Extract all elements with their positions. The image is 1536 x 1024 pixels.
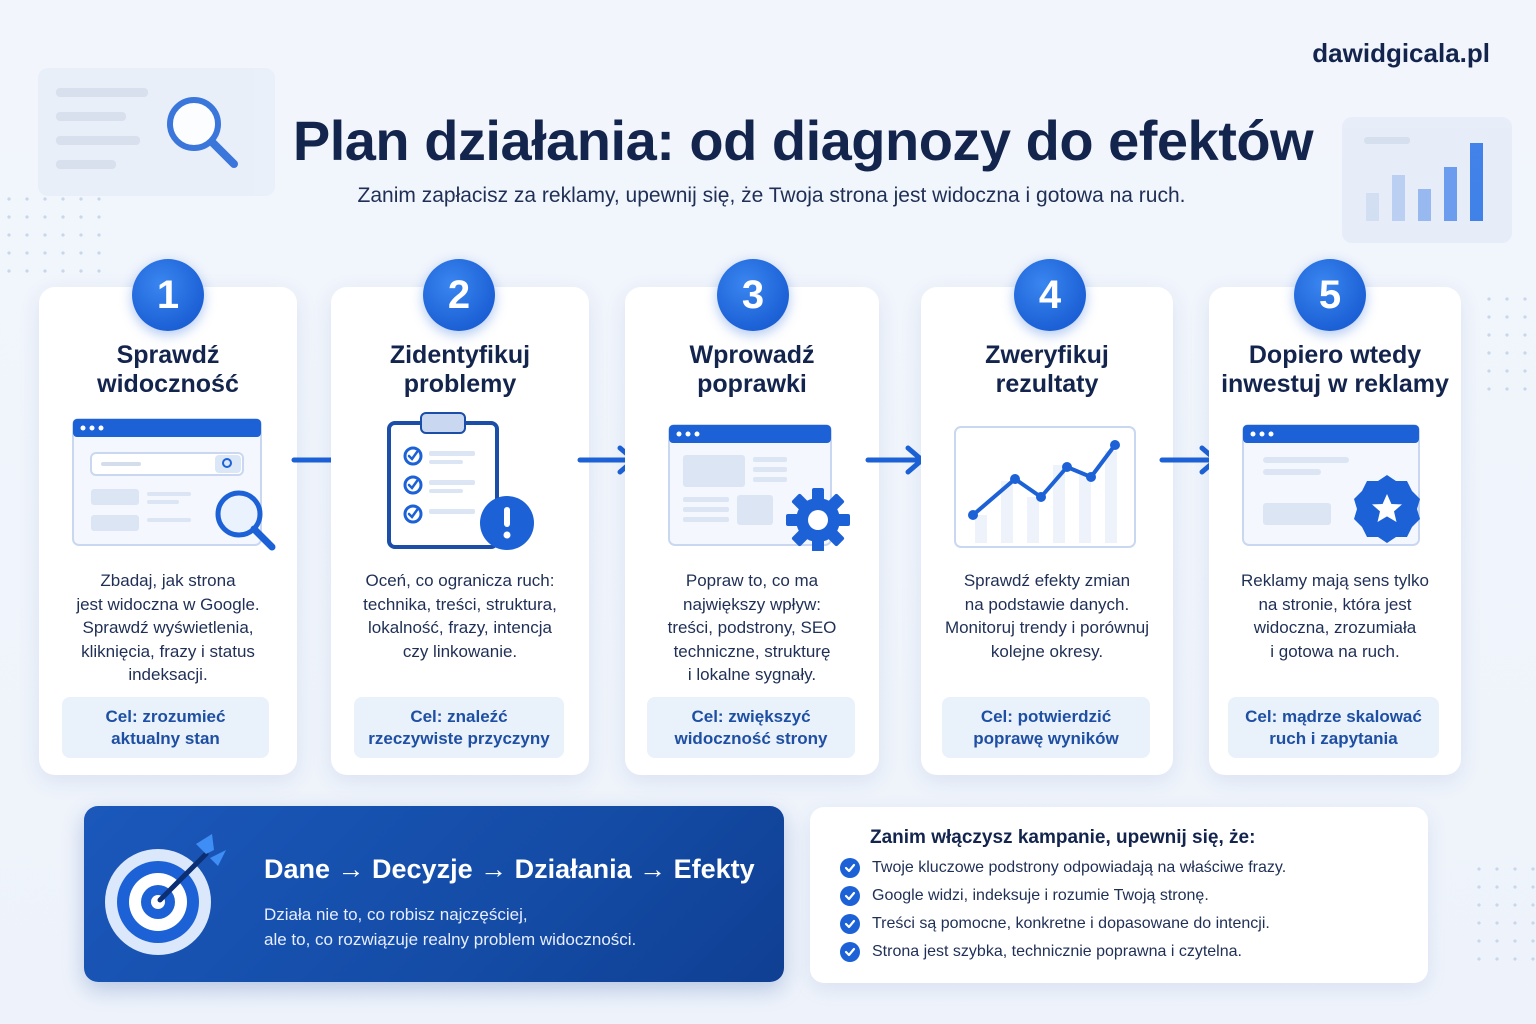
checklist-item: Twoje kluczowe podstrony odpowiadają na … [840,857,1286,879]
arrow-right-icon [865,445,925,475]
step-number-2: 2 [423,259,495,331]
check-circle-icon [840,914,860,934]
checklist-item: Google widzi, indeksuje i rozumie Twoją … [840,885,1209,907]
browser-gear-icon [668,424,850,552]
bar-chart-icon [1366,143,1483,221]
line-chart-icon [954,426,1136,548]
decorative-bar-chart-card [1342,117,1512,243]
checklist-item: Treści są pomocne, konkretne i dopasowan… [840,913,1270,935]
check-circle-icon [840,886,860,906]
decorative-dots [1470,860,1536,970]
checklist-panel: Zanim włączysz kampanie, upewnij się, że… [810,807,1428,983]
step-description: Oceń, co ogranicza ruch:technika, treści… [363,571,557,661]
decorative-search-card [38,68,275,196]
flow-note: Działa nie to, co robisz najczęściej,ale… [264,905,637,949]
flow-text: Dane → Decyzje → Działania → Efekty [264,854,755,884]
decorative-dots [0,190,110,280]
check-circle-icon [840,858,860,878]
checklist-title: Zanim włączysz kampanie, upewnij się, że… [870,827,1256,848]
brand-name: dawidgicala.pl [1312,38,1490,68]
browser-search-icon [72,418,276,551]
search-icon [167,97,238,168]
target-arrow-icon [105,834,226,955]
clipboard-alert-icon [387,412,534,550]
decorative-dots [1480,290,1536,400]
flow-panel: Dane → Decyzje → Działania → Efekty Dzia… [84,806,784,982]
page-subtitle: Zanim zapłacisz za reklamy, upewnij się,… [357,184,1186,207]
check-circle-icon [840,942,860,962]
step-number-1: 1 [132,259,204,331]
step-number-5: 5 [1294,259,1366,331]
checklist-item: Strona jest szybka, technicznie poprawna… [840,941,1242,963]
page-title: Plan działania: od diagnozy do efektów [292,109,1314,172]
browser-star-badge-icon [1242,424,1420,546]
step-number-3: 3 [717,259,789,331]
step-number-4: 4 [1014,259,1086,331]
